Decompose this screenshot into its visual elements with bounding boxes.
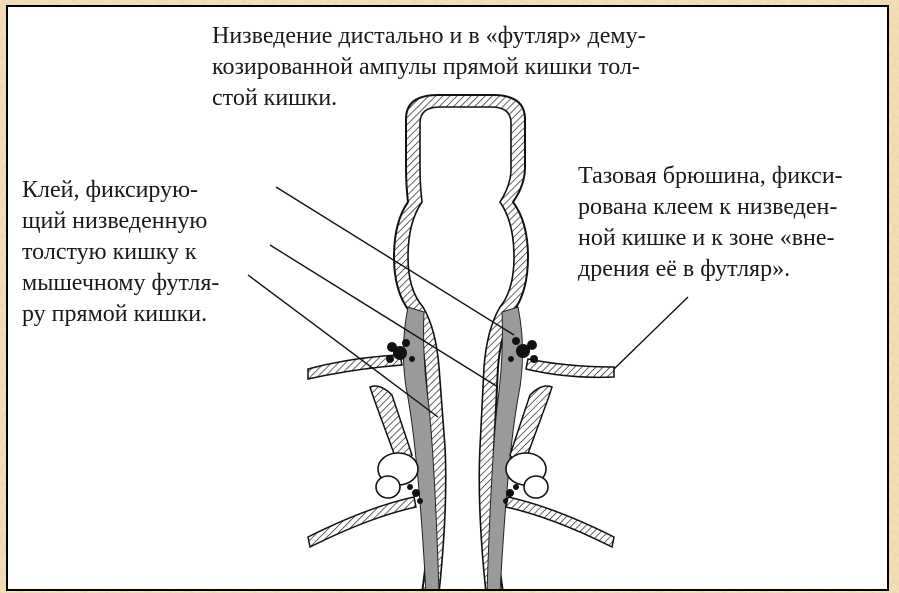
annotation-right-line: дрения её в футляр».: [578, 254, 843, 285]
annotation-right-line: рована клеем к низведен-: [578, 192, 843, 223]
annotation-top-line: Низведение дистально и в «футляр» дему-: [212, 21, 646, 52]
annotation-left-line: мышечному футля-: [22, 268, 219, 299]
annotation-left-line: щий низведенную: [22, 206, 219, 237]
annotation-left: Клей, фиксирую- щий низведенную толстую …: [22, 175, 219, 330]
annotation-left-line: толстую кишку к: [22, 237, 219, 268]
annotation-right-line: ной кишке и к зоне «вне-: [578, 223, 843, 254]
annotation-right: Тазовая брюшина, фикси- рована клеем к н…: [578, 161, 843, 285]
annotation-top: Низведение дистально и в «футляр» дему- …: [212, 21, 646, 114]
annotation-left-line: ру прямой кишки.: [22, 299, 219, 330]
annotation-top-line: козированной ампулы прямой кишки тол-: [212, 52, 646, 83]
diagram-panel: Низведение дистально и в «футляр» дему- …: [6, 5, 889, 591]
annotation-top-line: стой кишки.: [212, 83, 646, 114]
annotation-right-line: Тазовая брюшина, фикси-: [578, 161, 843, 192]
annotation-left-line: Клей, фиксирую-: [22, 175, 219, 206]
